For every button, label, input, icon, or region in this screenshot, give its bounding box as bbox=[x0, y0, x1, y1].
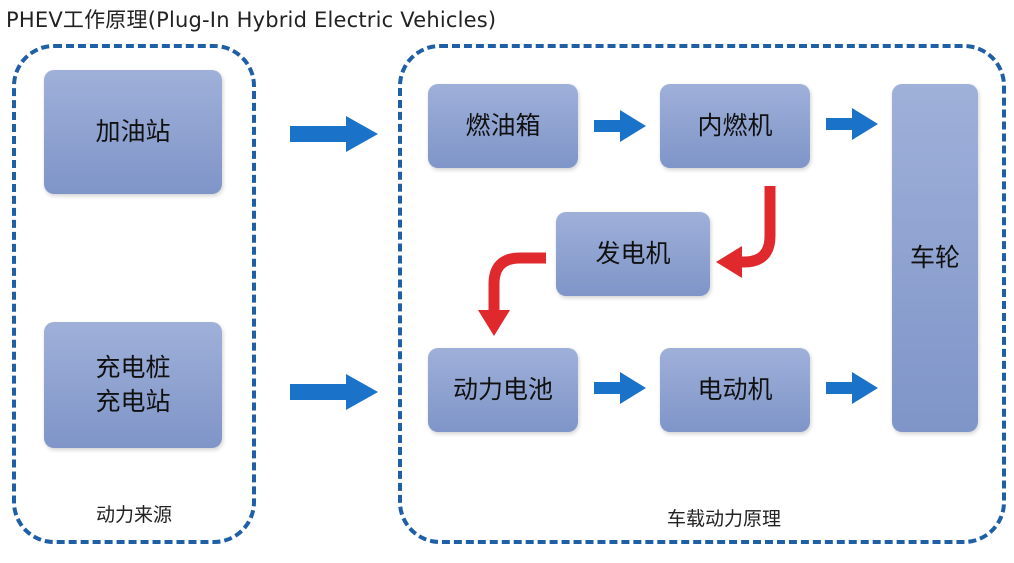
power-source-label: 动力来源 bbox=[95, 504, 172, 526]
engine-to-wheels-arrow bbox=[826, 108, 878, 140]
fuel-source-arrow bbox=[290, 116, 378, 152]
motor-label: 电动机 bbox=[697, 375, 773, 405]
charging-pile-label: 充电桩 bbox=[95, 353, 171, 383]
fuel-tank-node: 燃油箱 bbox=[428, 84, 578, 168]
battery-to-motor-arrow bbox=[594, 372, 646, 404]
power-source-group bbox=[12, 44, 256, 544]
engine-to-generator-arrowhead bbox=[716, 246, 742, 278]
wheels-label: 车轮 bbox=[909, 243, 960, 273]
battery-node: 动力电池 bbox=[428, 348, 578, 432]
motor-to-wheels-arrow bbox=[826, 372, 878, 404]
wheels-node: 车轮 bbox=[892, 84, 978, 432]
vehicle-power-group bbox=[398, 44, 1006, 544]
engine-label: 内燃机 bbox=[697, 111, 773, 141]
motor-node: 电动机 bbox=[660, 348, 810, 432]
engine-node: 内燃机 bbox=[660, 84, 810, 168]
generator-to-battery-arrow-shaft bbox=[488, 252, 546, 312]
electric-source-arrow bbox=[290, 374, 378, 410]
generator-to-battery-arrowhead bbox=[478, 310, 510, 336]
page-title: PHEV工作原理(Plug-In Hybrid Electric Vehicle… bbox=[6, 8, 497, 32]
gas-station-node: 加油站 bbox=[44, 70, 222, 194]
gas-station-label: 加油站 bbox=[95, 117, 171, 147]
fuel-to-engine-arrow bbox=[594, 110, 646, 142]
battery-label: 动力电池 bbox=[452, 375, 553, 405]
vehicle-power-label: 车载动力原理 bbox=[666, 508, 781, 530]
charging-station-label: 充电站 bbox=[95, 387, 171, 416]
fuel-tank-label: 燃油箱 bbox=[465, 111, 541, 141]
charging-station-node: 充电桩 充电站 bbox=[44, 322, 222, 448]
generator-label: 发电机 bbox=[595, 239, 671, 269]
engine-to-generator-arrow-shaft bbox=[738, 186, 776, 268]
generator-node: 发电机 bbox=[556, 212, 710, 296]
